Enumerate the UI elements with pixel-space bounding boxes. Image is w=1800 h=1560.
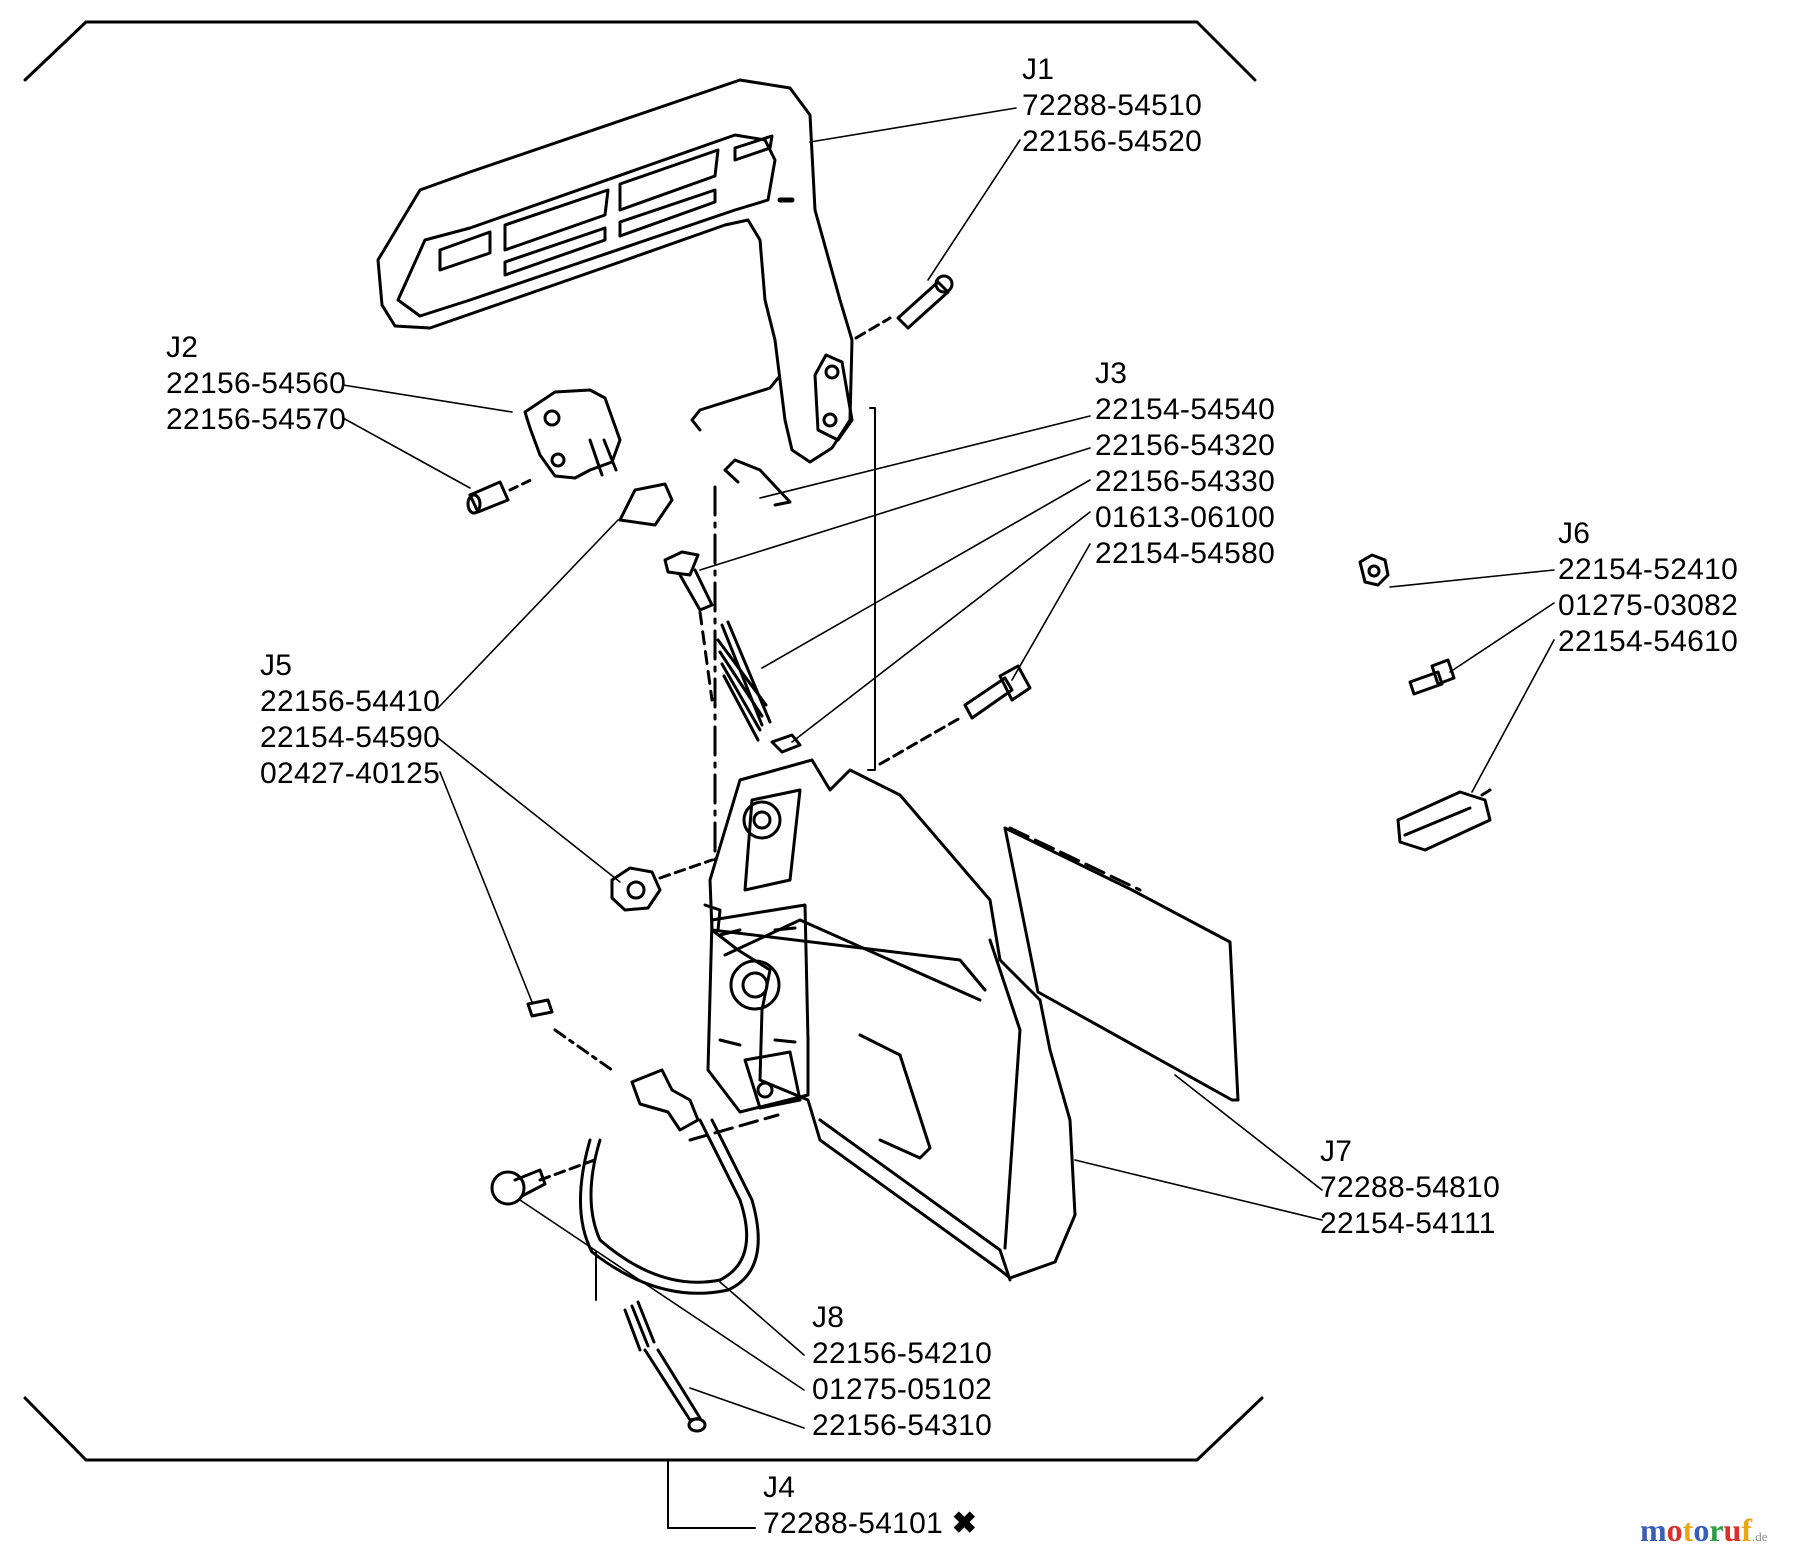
watermark-suffix: .de [1751, 1529, 1768, 1544]
group-label-j5: J5 22156-54410 22154-54590 02427-40125 [260, 648, 440, 792]
cover-plate-drawing [1003, 826, 1240, 1102]
band-screw-drawing [490, 1168, 547, 1206]
part-number: 01613-06100 [1095, 501, 1276, 534]
group-id: J7 [1320, 1135, 1353, 1168]
brake-body-drawing [706, 903, 932, 1160]
group-id: J3 [1095, 357, 1128, 390]
part-number: 72288-54101 [763, 1507, 944, 1540]
part-number: 02427-40125 [260, 757, 441, 790]
part-number: 22154-54610 [1558, 625, 1739, 658]
part-number: 22156-54330 [1095, 465, 1276, 498]
group-label-j6: J6 22154-52410 01275-03082 22154-54610 [1558, 516, 1738, 660]
watermark-letter: m [1640, 1512, 1667, 1548]
group-label-j3: J3 22154-54540 22156-54320 22156-54330 0… [1095, 356, 1275, 572]
part-number: 01275-03082 [1558, 589, 1739, 622]
front-handle-drawing [376, 78, 854, 464]
watermark-letter: o [1693, 1512, 1710, 1548]
part-number: 01275-05102 [812, 1373, 993, 1406]
part-number: 22154-54580 [1095, 537, 1276, 570]
part-number: 22156-54520 [1022, 125, 1203, 158]
group-label-j2: J2 22156-54560 22156-54570 [166, 330, 346, 438]
part-number: 22156-54320 [1095, 429, 1276, 462]
watermark-letter: t [1682, 1512, 1694, 1548]
watermark-letter: o [1666, 1512, 1683, 1548]
watermark-letter: u [1723, 1512, 1742, 1548]
brake-band-drawing [538, 1068, 780, 1295]
bar-nut-drawing [526, 858, 714, 1072]
part-number: 22156-54560 [166, 367, 347, 400]
group-label-j4: J4 72288-54101 ✖ [763, 1470, 977, 1542]
group-id: J2 [166, 331, 199, 364]
part-number: 22154-54590 [260, 721, 441, 754]
group-id: J5 [260, 649, 293, 682]
watermark-letter: f [1741, 1512, 1752, 1548]
part-number: 22154-54111 [1320, 1207, 1496, 1240]
diagram-frame [23, 20, 1264, 1529]
group-label-j7: J7 72288-54810 22154-54111 [1320, 1134, 1500, 1242]
part-number: 22156-54210 [812, 1337, 993, 1370]
sprocket-cover-drawing [703, 758, 1077, 1282]
leader-lines [342, 107, 1555, 1429]
group-id: J8 [812, 1301, 845, 1334]
not-available-mark-icon: ✖ [951, 1507, 978, 1540]
part-number: 72288-54810 [1320, 1171, 1501, 1204]
group-id: J4 [763, 1471, 796, 1504]
right-side-parts-drawing [1358, 553, 1492, 852]
brake-screw-drawing [878, 664, 1032, 766]
part-number: 22156-54570 [166, 403, 347, 436]
handle-bolt-drawing [854, 274, 954, 340]
group-label-j1: J1 72288-54510 22156-54520 [1022, 52, 1202, 160]
watermark-logo: motoruf.de [1640, 1512, 1768, 1549]
part-number: 22156-54310 [812, 1409, 993, 1442]
part-number: 22154-52410 [1558, 553, 1739, 586]
handle-bracket-drawing [466, 388, 622, 515]
band-spring-drawing [595, 1251, 707, 1433]
brake-lever-parts-drawing [618, 376, 876, 862]
group-label-j8: J8 22156-54210 01275-05102 22156-54310 [812, 1300, 992, 1444]
group-id: J6 [1558, 517, 1591, 550]
part-number: 22154-54540 [1095, 393, 1276, 426]
watermark-letter: r [1709, 1512, 1724, 1548]
part-number: 72288-54510 [1022, 89, 1203, 122]
part-number: 22156-54410 [260, 685, 441, 718]
group-id: J1 [1022, 53, 1055, 86]
